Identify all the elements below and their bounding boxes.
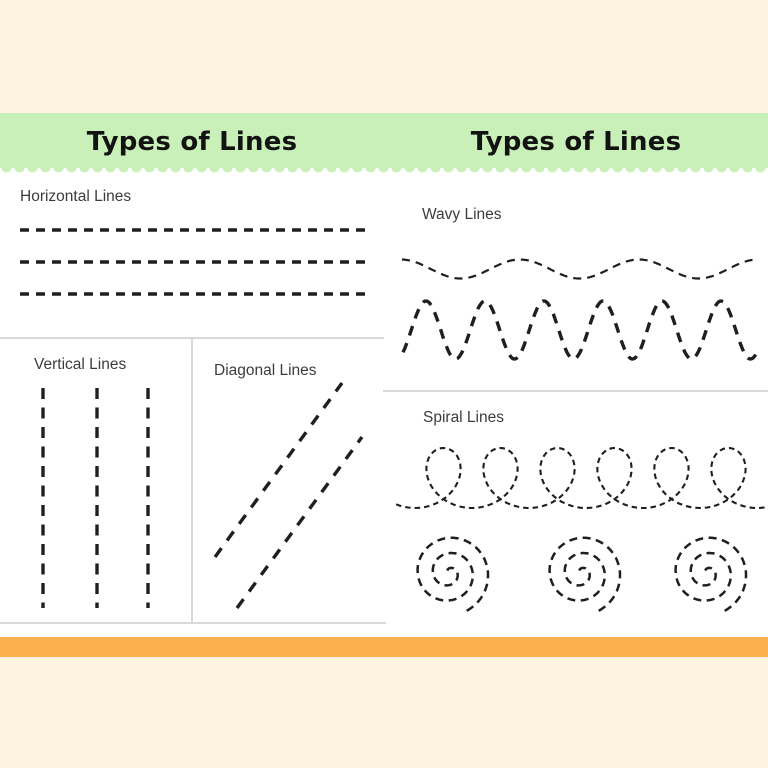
spiral-dashed-3: [674, 536, 748, 615]
diagonal-lines-label: Diagonal Lines: [214, 362, 317, 379]
diagonal-dashed-line-2: [235, 435, 364, 610]
divider-left-page-bottom: [0, 622, 386, 624]
divider-horizontal-section-bottom: [0, 337, 384, 339]
page-title-right: Types of Lines: [470, 127, 682, 157]
title-banner: Types of Lines Types of Lines: [0, 113, 768, 174]
wavy-dashed-line-gentle: [401, 258, 759, 280]
spiral-lines-label: Spiral Lines: [423, 409, 504, 426]
footer-accent-bar: [0, 637, 768, 657]
wavy-lines-label: Wavy Lines: [422, 206, 502, 223]
divider-vertical-diagonal-split: [191, 339, 193, 623]
diagonal-dashed-line-1: [213, 381, 344, 559]
divider-wavy-spiral-split: [383, 390, 768, 392]
horizontal-lines-label: Horizontal Lines: [20, 188, 132, 205]
wavy-dashed-line-tall: [401, 299, 759, 361]
page-title-left: Types of Lines: [86, 127, 298, 157]
spiral-dashed-2: [548, 536, 622, 615]
loop-de-loop-dashed-line: [395, 446, 765, 510]
spiral-dashed-1: [416, 536, 490, 615]
vertical-lines-label: Vertical Lines: [34, 356, 127, 373]
worksheet-page: [0, 168, 768, 637]
